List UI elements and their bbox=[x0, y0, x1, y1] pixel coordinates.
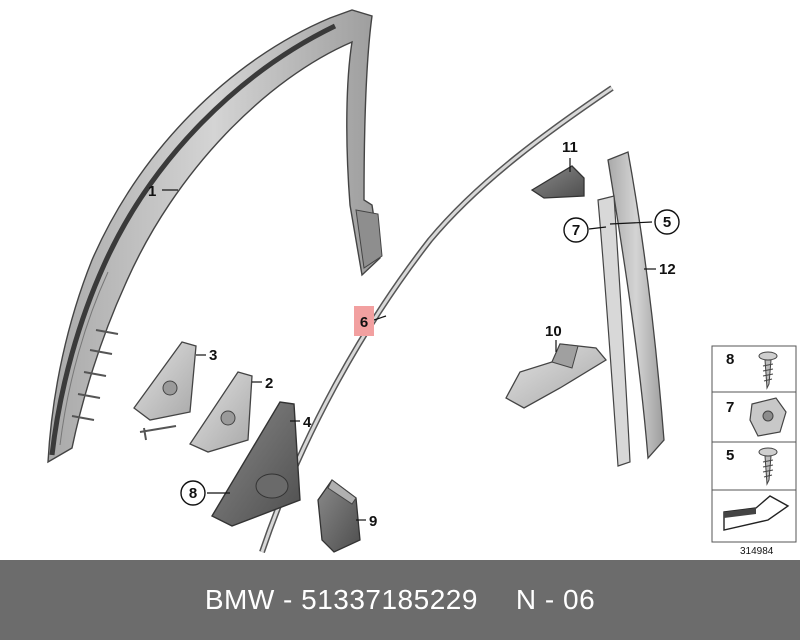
callout-11: 11 bbox=[562, 139, 578, 156]
part-3-triangle-cover bbox=[133, 341, 197, 441]
callout-9: 9 bbox=[369, 513, 377, 530]
callout-4: 4 bbox=[303, 414, 312, 431]
callout-8: 8 bbox=[189, 485, 197, 502]
callout-7: 7 bbox=[572, 222, 580, 239]
footer-part-number: BMW - 51337185229 bbox=[204, 584, 478, 615]
diagram-number: 314984 bbox=[740, 546, 774, 557]
callout-3: 3 bbox=[209, 347, 217, 364]
footer-bar: BMW - 51337185229 N - 06 bbox=[0, 560, 800, 640]
leader-lines bbox=[162, 158, 656, 521]
arrow-icon bbox=[723, 495, 790, 531]
part-12-b-pillar-trim bbox=[597, 151, 665, 467]
callout-7-circle: 7 bbox=[563, 217, 589, 243]
callout-5: 5 bbox=[663, 214, 671, 231]
legend-label-7: 7 bbox=[726, 399, 734, 416]
callout-1: 1 bbox=[148, 183, 156, 200]
footer-page-ref: N - 06 bbox=[515, 584, 596, 615]
part-10-holder bbox=[505, 343, 607, 409]
part-2-triangle-cover bbox=[189, 371, 253, 453]
screw-icon-2 bbox=[758, 447, 778, 486]
part-9-bracket bbox=[317, 479, 361, 553]
clip-nut-icon bbox=[749, 397, 787, 437]
legend-label-5: 5 bbox=[726, 447, 734, 464]
screw-icon bbox=[758, 351, 778, 390]
callout-6: 6 bbox=[360, 314, 368, 331]
part-6-seal-strip bbox=[259, 85, 614, 553]
callout-6-highlight: 6 bbox=[354, 306, 374, 336]
legend-label-8: 8 bbox=[726, 351, 734, 368]
parts-diagram: 1 3 2 4 8 6 11 7 5 12 10 9 8 7 bbox=[47, 9, 797, 557]
part-1-a-pillar-trim bbox=[47, 9, 383, 464]
callout-8-circle: 8 bbox=[180, 480, 206, 506]
part-11-cap bbox=[530, 165, 585, 199]
part-4-mirror-triangle bbox=[211, 401, 301, 527]
callout-2: 2 bbox=[265, 375, 273, 392]
fastener-legend: 8 7 5 bbox=[711, 345, 797, 543]
callout-5-circle: 5 bbox=[654, 209, 680, 235]
callout-10: 10 bbox=[545, 323, 562, 340]
callout-12: 12 bbox=[659, 261, 676, 278]
